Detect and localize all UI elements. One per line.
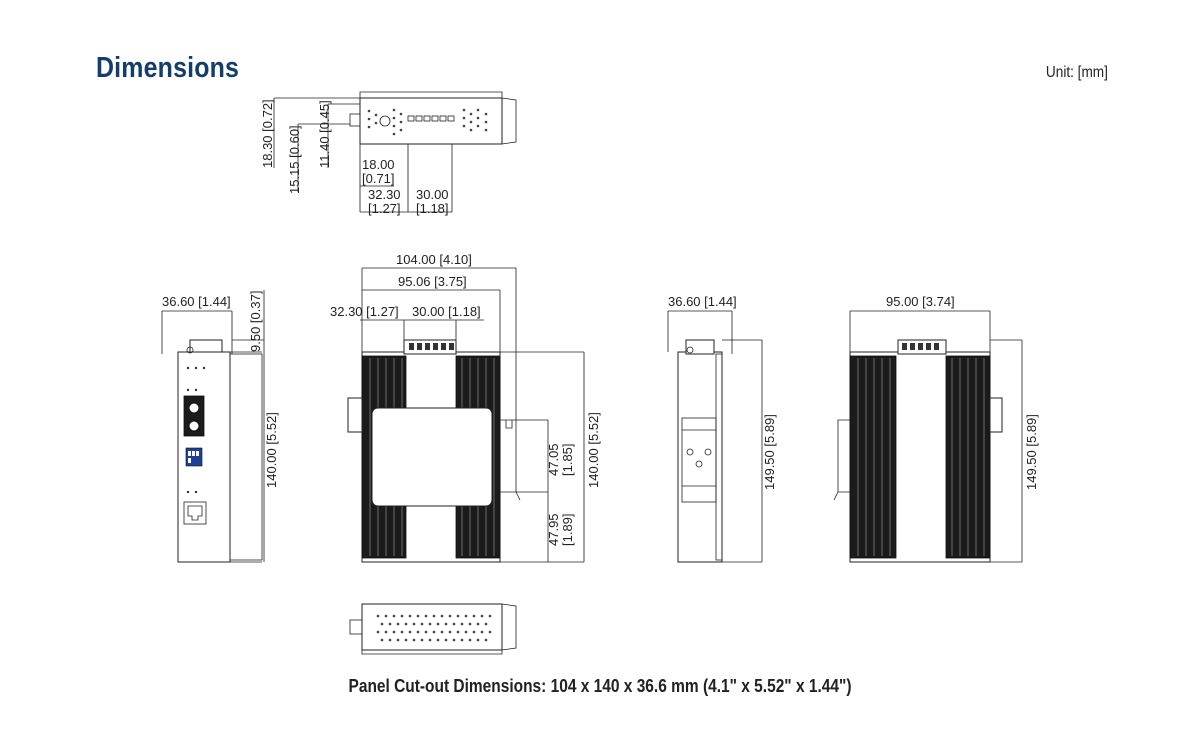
top-view-dim-18-00-mm: 18.00	[362, 157, 395, 172]
top-view-dim-32-30-mm: 32.30	[368, 187, 401, 202]
left-view-dim-32-30: 32.30 [1.27]	[330, 304, 399, 319]
top-view-dim-15-15: 15.15 [0.60]	[287, 125, 302, 194]
front-view-din-clip	[189, 339, 223, 353]
top-view-rail-clip	[501, 97, 517, 145]
left-view-wall-clip	[347, 397, 363, 433]
front-view: 36.60 [1.44] 9.50 [0.37] 140.00 [5.52]	[161, 290, 279, 563]
right-view-wall-clip	[989, 397, 1003, 433]
top-view-top-edge	[359, 91, 503, 98]
unit-label: Unit: [mm]	[1046, 64, 1108, 81]
top-view-ground-screw	[379, 115, 391, 127]
top-view-terminal-block	[407, 115, 455, 122]
bottom-view-vent-holes	[376, 614, 492, 642]
top-view: 18.30 [0.72] 15.15 [0.60] 11.40 [0.45] 1…	[260, 91, 517, 216]
left-side-view: 104.00 [4.10] 95.06 [3.75] 32.30 [1.27] …	[330, 252, 601, 563]
panel-cutout-caption: Panel Cut-out Dimensions: 104 x 140 x 36…	[348, 676, 852, 696]
rear-view-dim-149-50: 149.50 [5.89]	[762, 414, 777, 490]
dip-switch	[185, 447, 203, 467]
rear-view-din-mount	[681, 417, 717, 503]
top-view-vent-holes	[367, 108, 488, 136]
right-view-dim-149-50: 149.50 [5.89]	[1024, 414, 1039, 490]
top-view-dim-30-00-mm: 30.00	[416, 187, 449, 202]
left-view-dim-47-95-mm: 47.95	[546, 513, 561, 546]
left-view-din-rail-clip	[500, 419, 521, 501]
front-view-led-dots	[186, 366, 206, 494]
left-view-dim-104-00: 104.00 [4.10]	[396, 252, 472, 267]
front-view-dim-36-60: 36.60 [1.44]	[162, 294, 231, 309]
left-view-dim-95-06: 95.06 [3.75]	[398, 274, 467, 289]
rj45-port	[183, 501, 207, 525]
left-view-dim-47-95-in: [1.89]	[560, 513, 575, 546]
right-side-view: 95.00 [3.74] 149.50 [5.89]	[833, 294, 1039, 563]
right-view-heatsink-fins	[857, 358, 985, 556]
label-area	[371, 407, 493, 507]
front-view-dim-140-00: 140.00 [5.52]	[264, 412, 279, 488]
rear-view-dim-36-60: 36.60 [1.44]	[668, 294, 737, 309]
right-view-dim-95-00: 95.00 [3.74]	[886, 294, 955, 309]
left-view-dim-140-00: 140.00 [5.52]	[586, 412, 601, 488]
rear-view: 36.60 [1.44] 149.50 [5.89]	[667, 294, 777, 563]
bottom-view-body	[361, 603, 503, 651]
right-view-din-rail-clip	[833, 419, 850, 501]
bottom-view	[349, 603, 517, 655]
left-view-dim-47-05-mm: 47.05	[546, 443, 561, 476]
fiber-sc-port	[183, 395, 205, 437]
top-view-body	[359, 97, 503, 145]
front-view-dim-9-50: 9.50 [0.37]	[248, 291, 263, 352]
top-view-side-latch	[349, 113, 361, 127]
bottom-view-side-latch	[349, 619, 363, 635]
top-view-dim-30-00-in: [1.18]	[416, 201, 449, 216]
top-view-dim-18-30: 18.30 [0.72]	[260, 99, 275, 168]
top-view-dim-32-30-in: [1.27]	[368, 201, 401, 216]
top-view-dim-18-00-in: [0.71]	[362, 171, 395, 186]
top-view-dim-11-40: 11.40 [0.45]	[317, 100, 332, 168]
right-view-heatsink-left	[849, 355, 897, 559]
front-view-side-panel	[229, 353, 263, 561]
rear-view-body	[677, 351, 723, 563]
page-title: Dimensions	[96, 52, 240, 84]
left-view-dim-30-00: 30.00 [1.18]	[412, 304, 481, 319]
left-view-dim-47-05-in: [1.85]	[560, 443, 575, 476]
